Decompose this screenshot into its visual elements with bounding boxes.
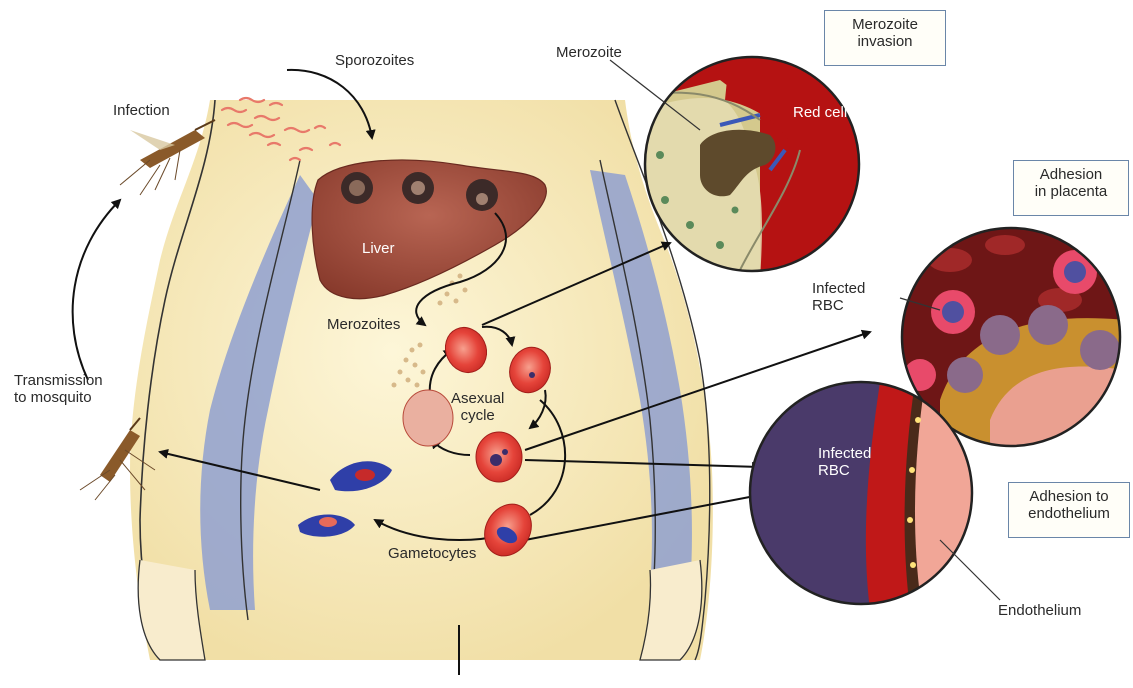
gametocytes-label: Gametocytes	[388, 545, 476, 562]
infected-rbc-endothelium-label: Infected RBC	[818, 445, 871, 479]
merozoite-label: Merozoite	[556, 44, 622, 61]
asexual-cycle-label: Asexual cycle	[451, 390, 504, 424]
infected-rbc-placenta-label: Infected RBC	[812, 280, 865, 314]
liver-label: Liver	[362, 240, 395, 257]
sporozoites-label: Sporozoites	[335, 52, 414, 69]
merozoite-invasion-box: Merozoite invasion	[824, 10, 946, 66]
adhesion-placenta-box: Adhesion in placenta	[1013, 160, 1129, 216]
red-cell-label: Red cell	[793, 104, 847, 121]
merozoites-label: Merozoites	[327, 316, 400, 333]
rbc	[403, 390, 453, 446]
adhesion-endothelium-box: Adhesion to endothelium	[1008, 482, 1130, 538]
endothelium-label: Endothelium	[998, 602, 1081, 619]
transmission-label: Transmission to mosquito	[14, 372, 103, 406]
infection-label: Infection	[113, 102, 170, 119]
